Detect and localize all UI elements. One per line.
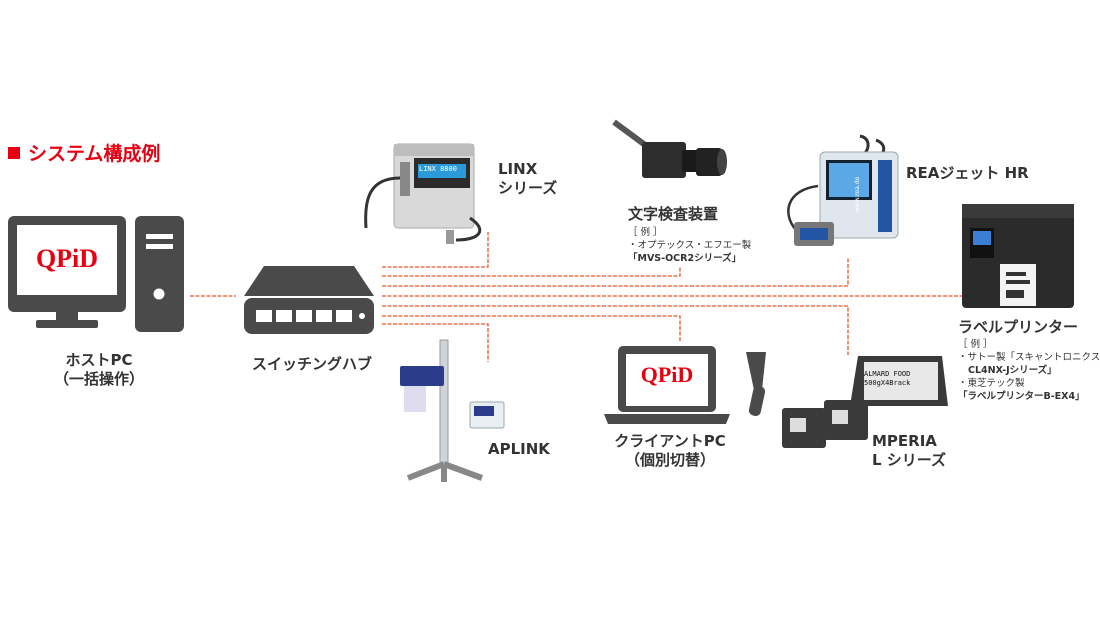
barcode-scanner-icon (746, 352, 766, 416)
inkjet-printer-icon (364, 143, 482, 244)
host-pc: QPiD (8, 216, 186, 336)
mperia-label: MPERIA L シリーズ (872, 432, 947, 469)
wire-inspection (382, 266, 681, 277)
mperia-printer-icon (782, 356, 948, 448)
wire-aplink (382, 323, 489, 362)
inspection-note: ［ 例 ］ ・オプテックス・エフエー製 「MVS-OCR2シリーズ」 (628, 227, 752, 264)
aplink-marker (386, 338, 510, 484)
label-printer (960, 198, 1078, 310)
mperia-printer: ALMARD FOOD 500gX4Brack (776, 354, 952, 458)
wire-client (382, 315, 681, 342)
desktop-computer-icon (8, 216, 184, 332)
mperia-screen-text: ALMARD FOOD 500gX4Brack (864, 370, 911, 387)
aplink-label: APLINK (488, 440, 550, 458)
title-square-icon (8, 147, 20, 159)
wire-mperia (382, 305, 849, 355)
wire-rea (382, 258, 849, 287)
rea-label: REAジェット HR (906, 164, 1029, 182)
label-printer-note: ［ 例 ］ ・サトー製「スキャントロニクス CL4NX-Jシリーズ」 ・東芝テッ… (958, 339, 1100, 402)
rea-controller-icon (787, 134, 899, 246)
host-pc-label: ホストPC （一括操作） (53, 351, 144, 388)
laser-marker-icon (400, 339, 505, 482)
page-title: システム構成例 (8, 139, 160, 166)
linx-printer: LINX 8800 (360, 138, 490, 244)
rea-side-text: www.rea.de (854, 176, 861, 212)
inspection-camera (612, 118, 730, 200)
qpid-logo: QPiD (35, 244, 99, 273)
linx-label: LINX シリーズ (498, 160, 558, 197)
client-pc-label: クライアントPC （個別切替） (614, 432, 726, 469)
switching-hub-label: スイッチングハブ (251, 355, 372, 373)
wire-linx (382, 232, 489, 268)
client-pc: QPiD (600, 344, 776, 426)
linx-screen-text: LINX 8800 (419, 165, 457, 173)
rea-jet: www.rea.de (778, 134, 902, 258)
barcode-scanner (736, 350, 776, 420)
inspection-label: 文字検査装置 (628, 205, 719, 223)
camera-icon (612, 119, 727, 178)
label-printer-icon (962, 204, 1074, 308)
switching-hub-icon (244, 266, 374, 334)
laptop-icon (604, 346, 730, 424)
client-qpid-logo: QPiD (640, 362, 694, 387)
label-printer-label: ラベルプリンター (958, 318, 1079, 336)
switching-hub (240, 262, 380, 342)
